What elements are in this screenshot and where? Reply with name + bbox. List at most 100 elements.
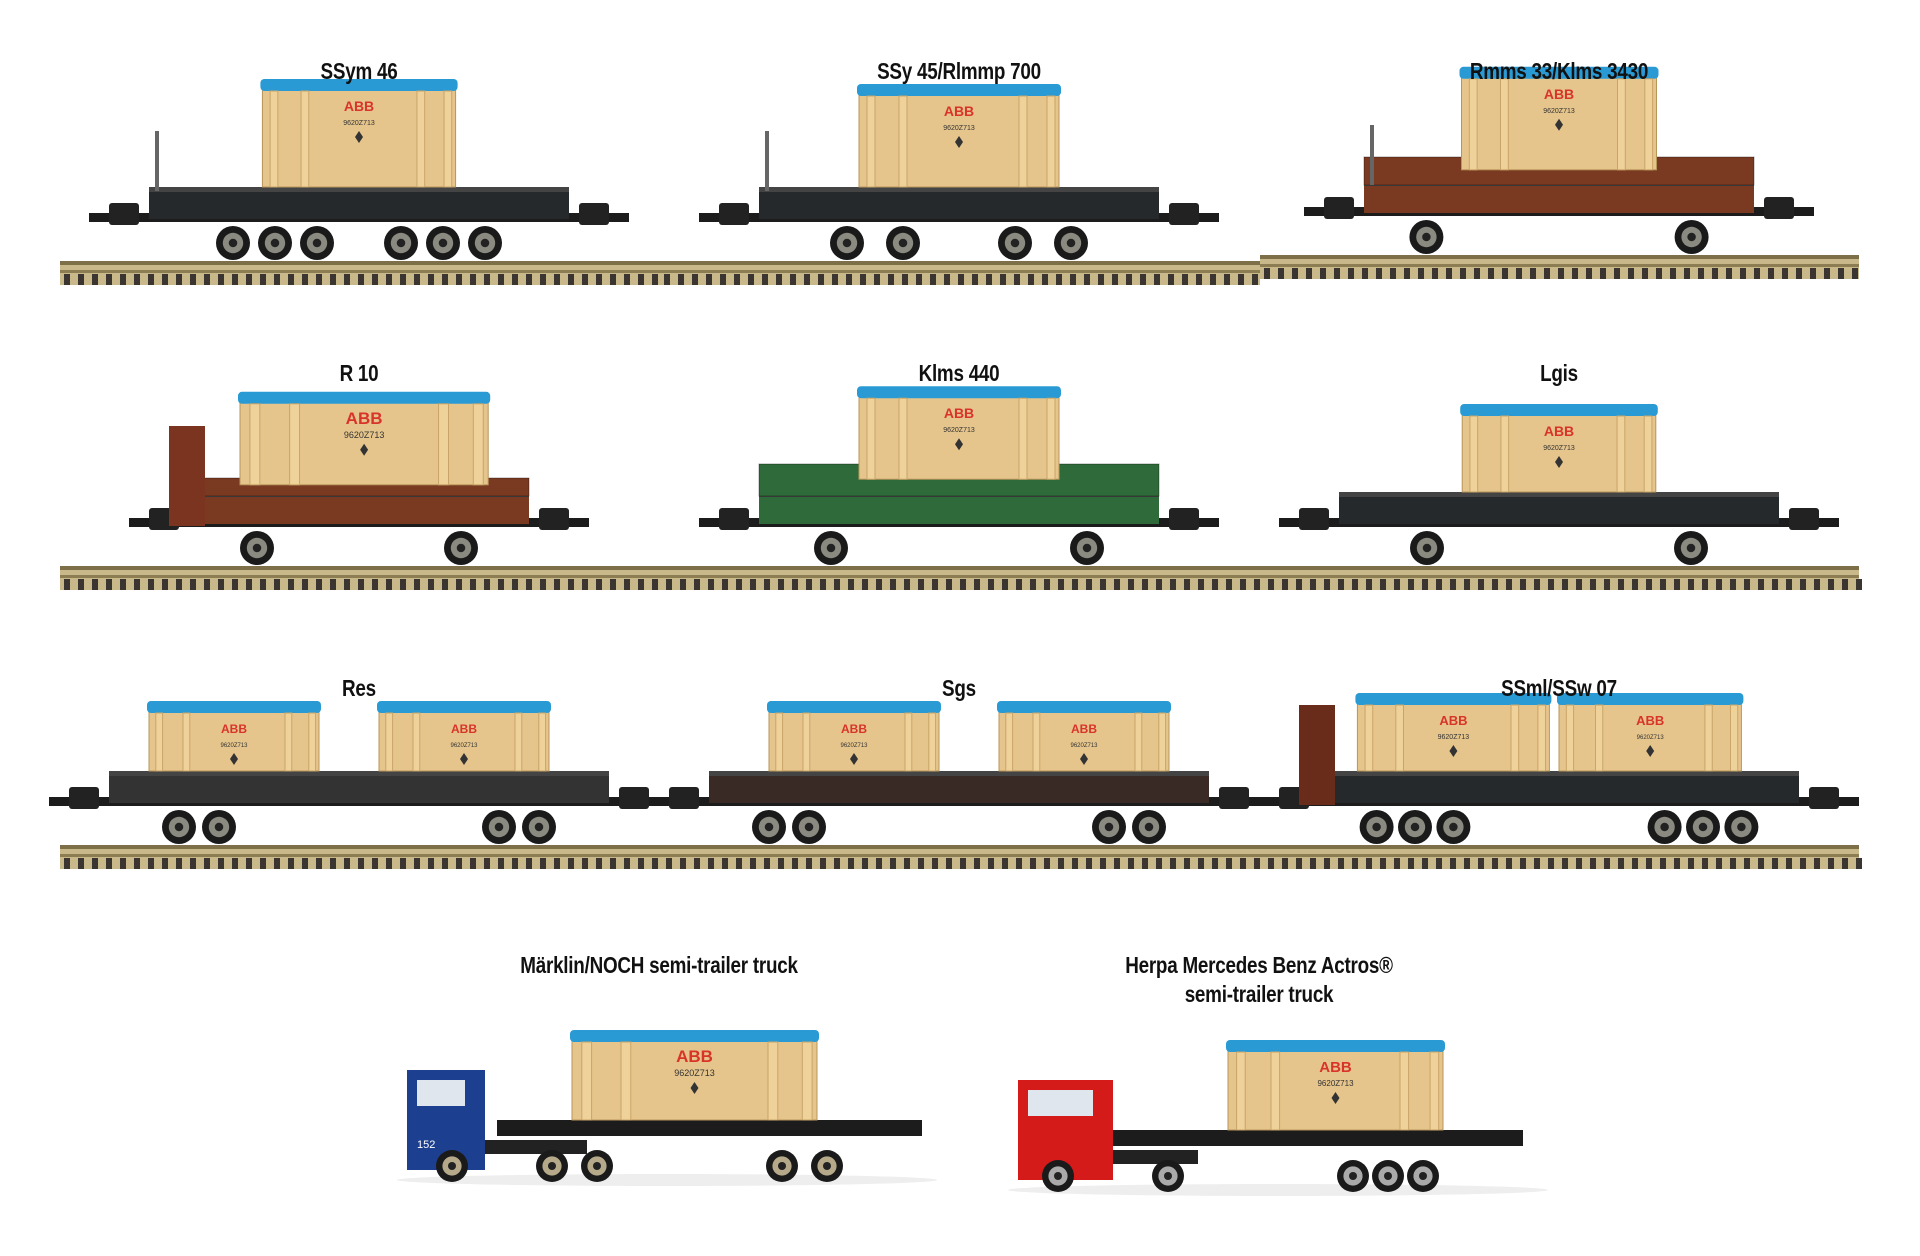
crate-tarp — [147, 701, 321, 713]
trailer-bed — [497, 1120, 922, 1136]
crate-brand: ABB — [451, 722, 477, 736]
chassis — [467, 1140, 587, 1154]
abb-crate: ABB 9620Z713 — [1460, 404, 1658, 493]
crate-mark-icon — [1080, 753, 1088, 765]
crate-mark-icon — [460, 753, 468, 765]
crate-code: 9620Z713 — [1543, 445, 1575, 452]
caption-herpa-truck-line2: semi-trailer truck — [1184, 981, 1334, 1007]
crate-tarp — [857, 84, 1061, 96]
wagon-frame — [109, 775, 609, 803]
crate-code: 9620Z713 — [943, 125, 975, 132]
wagon-frame — [149, 191, 569, 219]
caption-res: Res — [342, 675, 376, 701]
crate-mark-icon — [360, 443, 369, 456]
crate-code: 9620Z713 — [1317, 1079, 1354, 1088]
caption-r10: R 10 — [339, 360, 379, 386]
abb-crate: ABB 9620Z713 — [260, 79, 458, 188]
crate-tarp — [377, 701, 551, 713]
abb-crate: ABB 9620Z713 — [857, 84, 1061, 188]
brakeman-hut — [169, 426, 205, 526]
crate-brand: ABB — [1071, 722, 1097, 736]
wagon-ssy45: ABB 9620Z713 — [699, 84, 1219, 260]
abb-crate: ABB 9620Z713 — [997, 701, 1171, 772]
crate-brand: ABB — [1544, 423, 1574, 439]
crate-code: 9620Z713 — [943, 427, 975, 434]
caption-sgs: Sgs — [942, 675, 976, 701]
crate-brand: ABB — [221, 722, 247, 736]
trailer-bed — [1108, 1130, 1523, 1146]
caption-rmms33: Rmms 33/Klms 3430 — [1469, 58, 1649, 84]
crate-code: 9620Z713 — [1637, 735, 1665, 741]
stanchion — [155, 131, 159, 191]
abb-crate: ABB 9620Z713 — [377, 701, 551, 772]
crate-tarp — [570, 1030, 819, 1042]
cab-window — [417, 1080, 465, 1106]
crate-mark-icon — [850, 753, 858, 765]
wagon-frame — [1339, 496, 1779, 524]
crate-code: 9620Z713 — [220, 743, 248, 749]
crate-mark-icon — [955, 438, 963, 451]
abb-crate: ABB 9620Z713 — [857, 386, 1061, 480]
crate-mark-icon — [690, 1082, 699, 1094]
abb-crate: ABB 9620Z713 — [147, 701, 321, 772]
cab-window — [1028, 1090, 1093, 1116]
caption-klms440: Klms 440 — [918, 360, 1000, 386]
crate-brand: ABB — [944, 103, 974, 119]
crate-code: 9620Z713 — [1070, 743, 1098, 749]
crate-code: 9620Z713 — [343, 120, 375, 127]
caption-ssy45: SSy 45/Rlmmp 700 — [877, 58, 1041, 84]
crate-brand: ABB — [944, 405, 974, 421]
wagon-frame — [759, 191, 1159, 219]
crate-tarp — [1355, 693, 1552, 705]
wagon-klms440: ABB 9620Z713 — [699, 386, 1219, 565]
crate-tarp — [997, 701, 1171, 713]
crate-tarp — [1557, 693, 1744, 705]
crate-code: 9620Z713 — [840, 743, 868, 749]
crate-tarp — [1459, 66, 1659, 79]
shadow — [1008, 1184, 1548, 1196]
wagon-res: ABB 9620Z713 ABB 9620Z713 — [49, 701, 669, 844]
caption-ssml: SSml/SSw 07 — [1501, 675, 1617, 701]
wagon-frame — [709, 775, 1209, 803]
wagon-ssym46: ABB 9620Z713 — [89, 79, 629, 260]
track — [60, 261, 660, 285]
crate-mark-icon — [355, 131, 363, 143]
crate-code: 9620Z713 — [674, 1068, 715, 1078]
crate-mark-icon — [1449, 745, 1458, 757]
brakeman-hut — [1299, 705, 1335, 805]
crate-brand: ABB — [344, 98, 374, 114]
crate-tarp — [857, 386, 1061, 399]
crate-mark-icon — [1555, 456, 1563, 468]
crate-mark-icon — [955, 136, 963, 148]
crate-brand: ABB — [1636, 713, 1664, 728]
crate-mark-icon — [1646, 745, 1655, 757]
crate-tarp — [238, 391, 491, 404]
crate-tarp — [1460, 404, 1658, 416]
crate-code: 9620Z713 — [450, 743, 478, 749]
wagon-frame — [1319, 775, 1799, 803]
wagon-frame — [759, 496, 1159, 524]
shadow — [397, 1174, 937, 1186]
crate-brand: ABB — [346, 409, 383, 428]
crate-tarp — [260, 79, 458, 91]
track — [1260, 255, 1859, 279]
crate-brand: ABB — [1544, 86, 1574, 102]
track — [660, 261, 1260, 285]
stanchion — [765, 131, 769, 191]
wagon-lgis: ABB 9620Z713 — [1279, 404, 1839, 565]
wagon-frame — [1364, 185, 1754, 213]
cab-number: 152 — [417, 1139, 435, 1151]
crate-mark-icon — [1331, 1092, 1340, 1104]
